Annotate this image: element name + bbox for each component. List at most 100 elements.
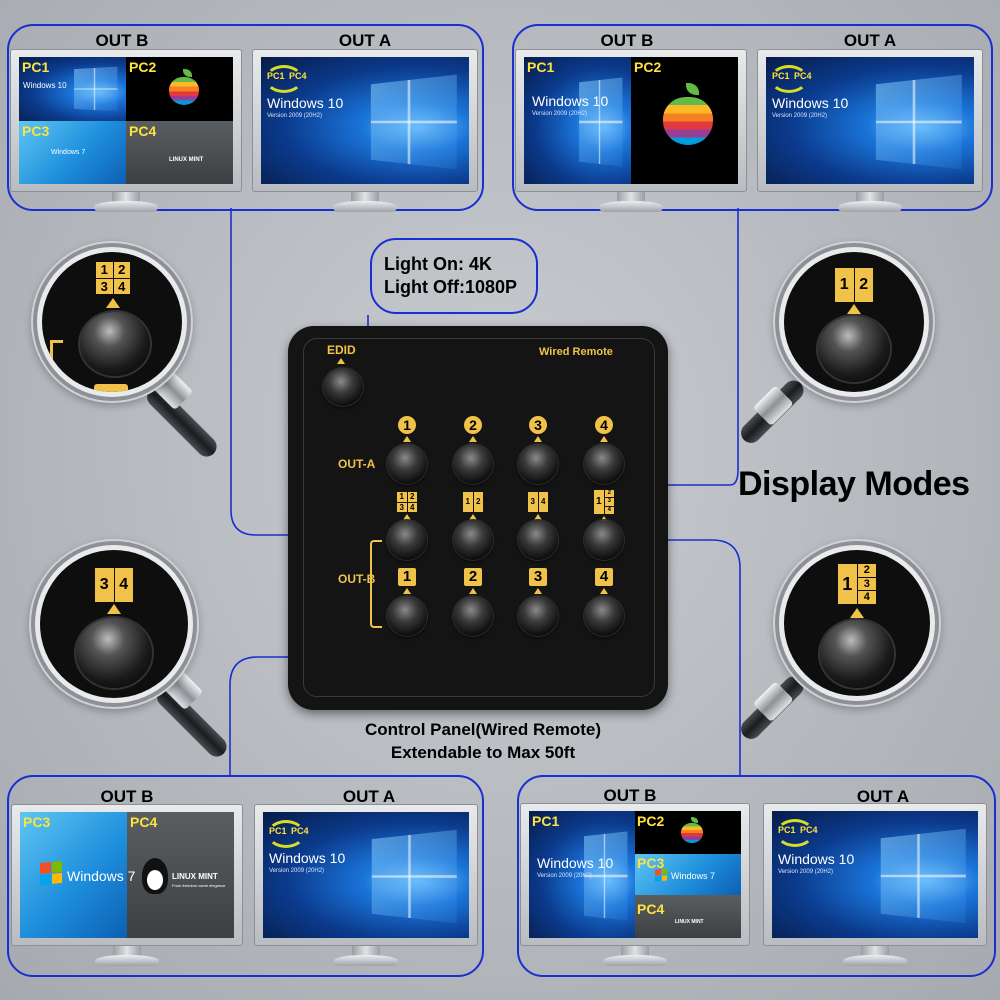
swap-pc1: PC1 bbox=[267, 71, 285, 81]
out-a-label: OUT A bbox=[770, 31, 970, 51]
pc4-label: PC4 bbox=[129, 123, 156, 139]
side-mode-icon: 1 2 bbox=[835, 268, 873, 302]
quad-mode-icon: 1 2 3 4 bbox=[96, 262, 130, 294]
swap-pc4: PC4 bbox=[289, 71, 307, 81]
win10-title: Windows 10 bbox=[532, 93, 608, 109]
win10-title: Windows 10 bbox=[267, 95, 343, 111]
pc2-label: PC2 bbox=[637, 813, 664, 829]
swap-pc4: PC4 bbox=[800, 825, 818, 835]
win10-title: Windows 10 bbox=[537, 855, 613, 871]
pc4-label: PC4 bbox=[130, 814, 157, 830]
side-mode-icon: 12 bbox=[463, 492, 483, 512]
monitor-out-a-single: PC1 PC4 Windows 10 Version 2009 (20H2) bbox=[252, 49, 478, 192]
out-a-pc3-button[interactable] bbox=[518, 444, 558, 484]
callout-line-4k: Light On: 4K bbox=[384, 254, 492, 275]
pip-mode-button-zoom bbox=[820, 620, 894, 688]
out-b-label: OUT B bbox=[527, 31, 727, 51]
out-a-pc2-button[interactable] bbox=[453, 444, 493, 484]
out-a-label: OUT A bbox=[265, 31, 465, 51]
monitor-out-b-side: PC1 PC2 Windows 10 Version 2009 (20H2) bbox=[515, 49, 747, 192]
pc1-label: PC1 bbox=[22, 59, 49, 75]
magnifier-pip-mode: 1 2 3 4 bbox=[784, 550, 930, 696]
pc1-label: PC1 bbox=[527, 59, 554, 75]
bottom-mode-button[interactable] bbox=[518, 520, 558, 560]
out-b-number-2: 2 bbox=[464, 568, 482, 586]
win10-version: Version 2009 (20H2) bbox=[269, 868, 324, 874]
pc2-label: PC2 bbox=[634, 59, 661, 75]
monitor-out-b-quad: PC1 PC2 PC3 PC4 Windows 10 Windows 7 LIN… bbox=[10, 49, 242, 192]
out-b-pc4-button[interactable] bbox=[584, 596, 624, 636]
out-a-pc1-button[interactable] bbox=[387, 444, 427, 484]
magnifier-bottom-mode: 3 4 bbox=[40, 550, 188, 698]
quad-mode-button[interactable] bbox=[387, 520, 427, 560]
out-b-pc2-button[interactable] bbox=[453, 596, 493, 636]
out-b-number-1: 1 bbox=[398, 568, 416, 586]
out-b-label: OUT B bbox=[22, 31, 222, 51]
panel-caption-line1: Control Panel(Wired Remote) bbox=[333, 720, 633, 740]
win10-version: Version 2009 (20H2) bbox=[537, 873, 592, 879]
panel-caption-line2: Extendable to Max 50ft bbox=[333, 743, 633, 763]
quad-mode-button-zoom bbox=[80, 312, 150, 376]
swap-pc1: PC1 bbox=[772, 71, 790, 81]
pip-mode-button[interactable] bbox=[584, 520, 624, 560]
swap-pc4: PC4 bbox=[794, 71, 812, 81]
pc3-label: PC3 bbox=[22, 123, 49, 139]
magnifier-quad-mode: 1 2 3 4 bbox=[42, 252, 182, 392]
monitor-out-a-single: PC1 PC4 Windows 10 Version 2009 (20H2) bbox=[763, 803, 987, 946]
pc3-label: PC3 bbox=[637, 855, 664, 871]
linux-title: LINUX MINT bbox=[172, 872, 218, 881]
bracket-mark bbox=[50, 340, 63, 383]
out-a-number-2: 2 bbox=[464, 416, 482, 434]
win10-version: Version 2009 (20H2) bbox=[772, 113, 827, 119]
swap-pc4: PC4 bbox=[291, 826, 309, 836]
windows-flag-icon bbox=[40, 861, 62, 885]
magnifier-side-mode: 1 2 bbox=[784, 252, 924, 392]
callout-line-1080p: Light Off:1080P bbox=[384, 277, 517, 298]
pc1-label: PC1 bbox=[532, 813, 559, 829]
edid-button[interactable] bbox=[323, 368, 363, 406]
out-a-number-3: 3 bbox=[529, 416, 547, 434]
swap-pc1: PC1 bbox=[269, 826, 287, 836]
bottom-mode-button-zoom bbox=[76, 618, 152, 688]
out-a-pc4-button[interactable] bbox=[584, 444, 624, 484]
pc4-label: PC4 bbox=[637, 901, 664, 917]
wired-remote-label: Wired Remote bbox=[539, 346, 613, 358]
win10-title: Windows 10 bbox=[772, 95, 848, 111]
linux-title: LINUX MINT bbox=[169, 157, 203, 163]
edid-arrow-icon bbox=[337, 358, 345, 364]
side-mode-button-zoom bbox=[818, 316, 890, 382]
win7-title: Windows 7 bbox=[671, 871, 715, 881]
out-b-number-4: 4 bbox=[595, 568, 613, 586]
monitor-out-b-bottom-split: Windows 7 LINUX MINT From freedom came e… bbox=[11, 804, 243, 946]
linux-subtitle: From freedom came elegance bbox=[172, 883, 225, 888]
bottom-mode-icon: 34 bbox=[528, 492, 548, 512]
pip-mode-icon: 1 2 3 4 bbox=[594, 490, 614, 514]
pc3-label: PC3 bbox=[23, 814, 50, 830]
win10-version: Version 2009 (20H2) bbox=[267, 113, 322, 119]
win7-title: Windows 7 bbox=[67, 868, 135, 884]
out-a-number-4: 4 bbox=[595, 416, 613, 434]
edid-callout bbox=[370, 238, 538, 314]
side-mode-button[interactable] bbox=[453, 520, 493, 560]
display-modes-heading: Display Modes bbox=[738, 465, 970, 504]
linux-title: LINUX MINT bbox=[675, 919, 704, 925]
out-b-pc3-button[interactable] bbox=[518, 596, 558, 636]
out-b-pc1-button[interactable] bbox=[387, 596, 427, 636]
partial-icon bbox=[94, 384, 128, 392]
quad-mode-icon: 12 34 bbox=[397, 492, 417, 512]
bottom-mode-icon: 3 4 bbox=[95, 568, 133, 602]
win10-title: Windows 10 bbox=[23, 81, 67, 90]
win10-version: Version 2009 (20H2) bbox=[532, 111, 587, 117]
pip-mode-icon: 1 2 3 4 bbox=[838, 564, 876, 604]
win7-title: Windows 7 bbox=[51, 149, 85, 156]
win10-title: Windows 10 bbox=[778, 851, 854, 867]
win10-version: Version 2009 (20H2) bbox=[778, 869, 833, 875]
tux-icon bbox=[142, 858, 168, 894]
monitor-out-a-single: PC1 PC4 Windows 10 Version 2009 (20H2) bbox=[254, 804, 478, 946]
monitor-out-a-single: PC1 PC4 Windows 10 Version 2009 (20H2) bbox=[757, 49, 983, 192]
out-b-number-3: 3 bbox=[529, 568, 547, 586]
out-a-number-1: 1 bbox=[398, 416, 416, 434]
swap-pc1: PC1 bbox=[778, 825, 796, 835]
edid-label: EDID bbox=[327, 343, 356, 357]
out-b-row-label: OUT-B bbox=[338, 572, 375, 586]
